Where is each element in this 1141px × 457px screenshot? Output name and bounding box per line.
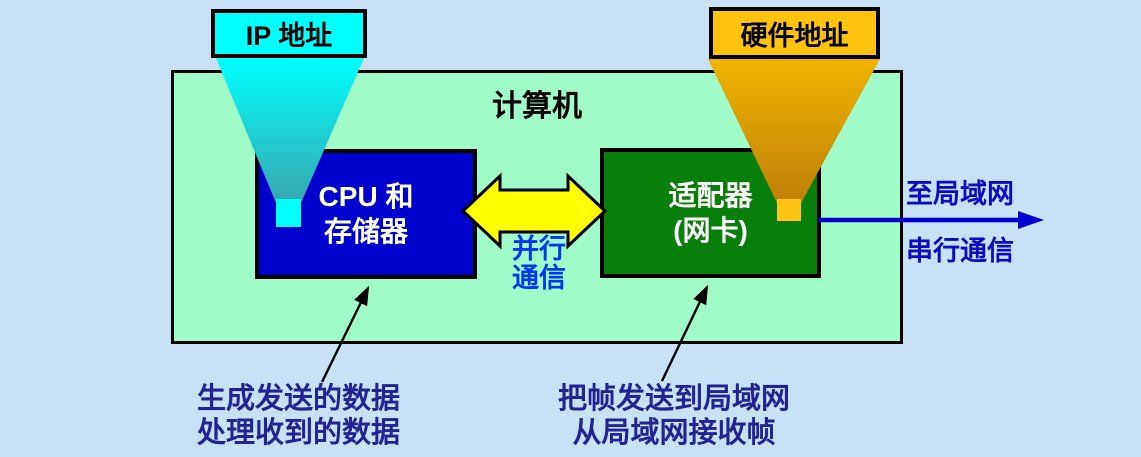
cpu-memory-box: CPU 和 存储器 (255, 149, 477, 279)
adapter-box: 适配器 (网卡) (600, 148, 821, 278)
adapter-label-line2: (网卡) (673, 215, 748, 246)
cpu-note: 生成发送的数据 处理收到的数据 (197, 382, 400, 450)
adapter-note-line1: 把帧发送到局域网 (557, 383, 790, 415)
serial-arrowhead (1018, 211, 1044, 229)
cpu-memory-label-line1: CPU 和 (318, 181, 414, 212)
parallel-communication-caption: 并行 通信 (479, 235, 599, 293)
adapter-note-line2: 从局域网接收帧 (572, 417, 776, 449)
cpu-note-line1: 生成发送的数据 (197, 383, 401, 415)
adapter-label-line1: 适配器 (668, 180, 753, 211)
cpu-memory-label-line2: 存储器 (323, 216, 408, 247)
parallel-caption-line1: 并行 (512, 234, 566, 264)
cpu-note-line2: 处理收到的数据 (197, 417, 401, 449)
parallel-caption-line2: 通信 (512, 263, 566, 293)
serial-communication-caption: 串行通信 (906, 236, 1014, 266)
computer-title: 计算机 (492, 90, 582, 123)
adapter-note: 把帧发送到局域网 从局域网接收帧 (543, 382, 805, 450)
ip-address-label: IP 地址 (245, 21, 333, 51)
hardware-address-label: 硬件地址 (740, 20, 849, 51)
to-lan-caption: 至局域网 (906, 179, 1014, 209)
hardware-address-label-box: 硬件地址 (709, 7, 880, 59)
ip-address-label-box: IP 地址 (211, 9, 367, 58)
